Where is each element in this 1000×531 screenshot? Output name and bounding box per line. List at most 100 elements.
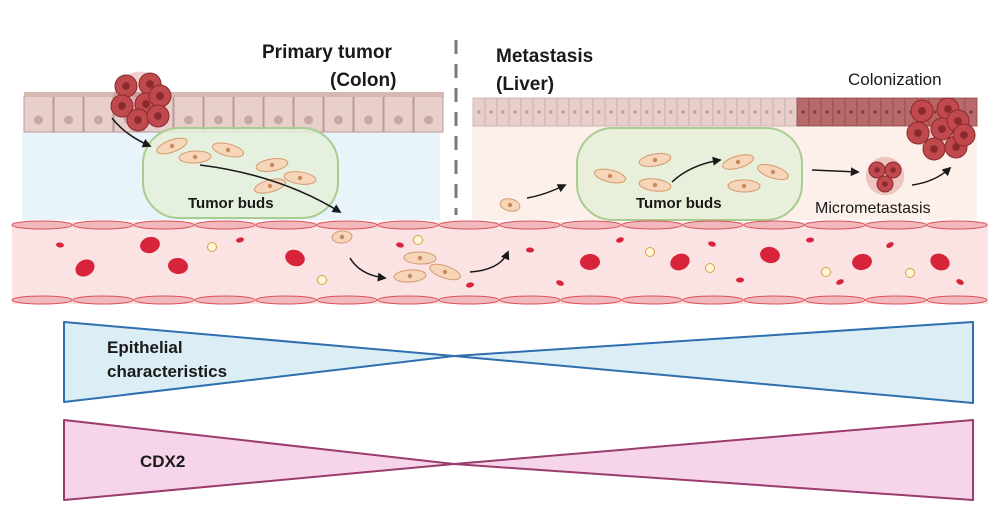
liver-cell-nucleus [873, 110, 877, 114]
platelet [705, 263, 715, 273]
arrow-tumor-to-buds [111, 117, 152, 148]
migrating-cells [156, 137, 789, 283]
liver-cell-nucleus [837, 110, 841, 114]
liver-cell-nucleus [777, 110, 781, 114]
endothelial-cell-bottom [11, 295, 73, 305]
migrating-cell-nucleus [652, 157, 658, 163]
migrating-cell-nucleus [297, 175, 303, 181]
liver-cell-nucleus [969, 110, 973, 114]
liver-cell-nucleus [705, 110, 709, 114]
red-blood-cell [285, 249, 305, 267]
primary-tumor-nucleus [146, 80, 154, 88]
liver-cell-nucleus [561, 110, 565, 114]
vessel-wall [11, 220, 988, 305]
primary-tumor-label: Primary tumor [262, 42, 392, 63]
liver-cell-nucleus [537, 110, 541, 114]
migrating-cell-nucleus [770, 169, 776, 175]
red-blood-cell [886, 242, 894, 248]
colonization-tumor-nucleus [954, 117, 962, 125]
endothelial-cell-bottom [621, 295, 683, 305]
endothelial-cell-bottom [682, 295, 744, 305]
endothelial-cell-top [316, 220, 378, 230]
colon-cell-nucleus [334, 115, 343, 125]
endothelial-cell-bottom [804, 295, 866, 305]
colonization-tumor-nucleus [952, 143, 960, 151]
liver-cell-nucleus [753, 110, 757, 114]
endothelial-cell-top [255, 220, 317, 230]
primary-tumor-nucleus [134, 116, 142, 124]
red-blood-cell [140, 236, 160, 254]
endothelial-cell-bottom [438, 295, 500, 305]
endothelial-cell-bottom [316, 295, 378, 305]
epithelial-label-line2: characteristics [107, 362, 228, 381]
tumor-bud-region-liver [576, 127, 803, 221]
colon-cell-nucleus [34, 115, 43, 125]
colon-epithelial-cell [23, 95, 54, 133]
endothelial-cell-bottom [72, 295, 134, 305]
colon-epithelial-cell [203, 95, 234, 133]
red-blood-cell [708, 241, 716, 247]
red-blood-cell [930, 253, 950, 271]
red-blood-cell [466, 282, 474, 288]
liver-cell-nucleus [477, 110, 481, 114]
colon-cell-nucleus [244, 115, 253, 125]
migrating-cell-nucleus [169, 143, 175, 149]
liver-cell-nucleus [489, 110, 493, 114]
endothelial-cell-bottom [377, 295, 439, 305]
liver-cell-nucleus [741, 110, 745, 114]
colonization-tumor-nucleus [944, 105, 952, 113]
liver-cell-nucleus [609, 110, 613, 114]
liver-cell-nucleus [729, 110, 733, 114]
liver-cell-nucleus [645, 110, 649, 114]
epithelial-characteristics-bar [63, 321, 974, 404]
liver-cell-nucleus [765, 110, 769, 114]
colon-cell-nucleus [424, 115, 433, 125]
micrometastasis-nucleus [874, 167, 880, 173]
endothelial-cell-bottom [133, 295, 195, 305]
primary-tumor-nucleus [118, 102, 126, 110]
arrow-circulation [469, 250, 510, 273]
red-blood-cell [806, 237, 814, 243]
platelet [317, 275, 327, 285]
liver-cell-nucleus [501, 110, 505, 114]
migrating-cell-nucleus [339, 234, 345, 240]
migrating-cell-nucleus [407, 273, 413, 279]
migrating-cell-nucleus [735, 159, 741, 165]
red-blood-cell [956, 279, 964, 285]
arrow-intravasation [349, 257, 387, 282]
colon-epithelial-cell [53, 95, 84, 133]
endothelial-cell-top [804, 220, 866, 230]
red-blood-cell [556, 280, 564, 286]
endothelial-cell-top [194, 220, 256, 230]
metastasis-label: Metastasis [496, 46, 594, 67]
primary-tumor-nucleus [142, 100, 150, 108]
migrating-cell-nucleus [607, 173, 613, 179]
migrating-cell-nucleus [269, 162, 275, 168]
liver-label: (Liver) [496, 74, 555, 95]
endothelial-cell-top [621, 220, 683, 230]
colon-cell-nucleus [214, 115, 223, 125]
migrating-cell-nucleus [192, 154, 198, 160]
colonization-tumor-nucleus [914, 129, 922, 137]
migrating-cell-nucleus [741, 183, 747, 189]
tumor-clusters [110, 71, 976, 196]
endothelial-cell-top [865, 220, 927, 230]
colon-epithelial-cell [383, 95, 414, 133]
migration-arrows [111, 117, 952, 282]
micrometastasis-nucleus [882, 181, 888, 187]
arrow-to-colonization [911, 166, 952, 186]
endothelial-cell-bottom [743, 295, 805, 305]
red-blood-cell [670, 253, 690, 271]
endothelial-cell-top [560, 220, 622, 230]
colonization-tumor-nucleus [960, 131, 968, 139]
liver-cell-nucleus [549, 110, 553, 114]
primary-tumor-nucleus [154, 112, 162, 120]
colon-cell-nucleus [64, 115, 73, 125]
endothelial-cell-bottom [560, 295, 622, 305]
liver-cell-nucleus [681, 110, 685, 114]
colon-cell-nucleus [304, 115, 313, 125]
liver-cell-nucleus [933, 110, 937, 114]
liver-cell-nucleus [861, 110, 865, 114]
migrating-cell-nucleus [442, 269, 448, 275]
